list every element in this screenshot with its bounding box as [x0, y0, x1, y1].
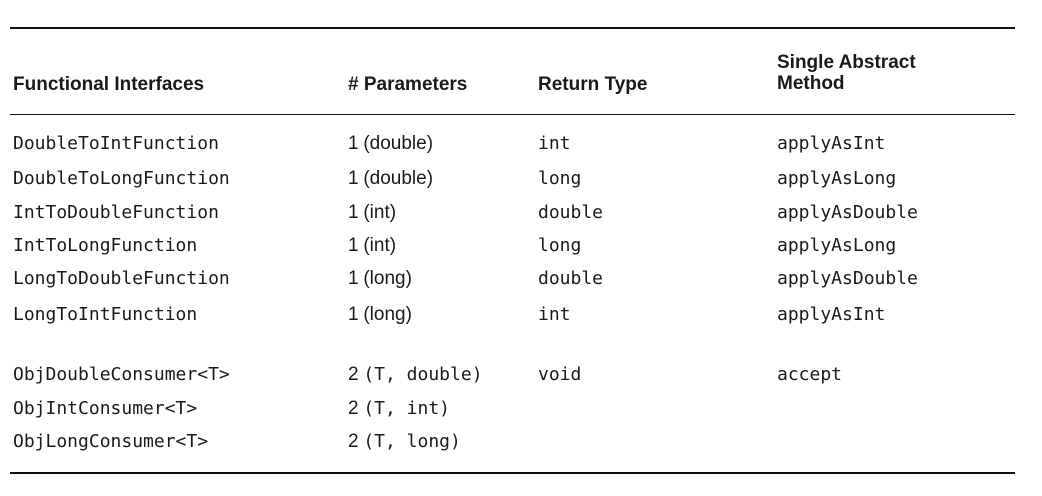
parameter-count: 1 — [348, 235, 359, 256]
return-type: long — [538, 235, 582, 256]
header-functional-interfaces: Functional Interfaces — [13, 74, 205, 95]
parameter-types: (T, long) — [363, 431, 461, 452]
abstract-method: applyAsLong — [777, 235, 897, 256]
parameter-types: (long) — [363, 304, 412, 325]
parameters-cell: 2 (T, int) — [348, 395, 450, 423]
interface-name: LongToIntFunction — [13, 304, 198, 325]
header-single-abstract-method: Single Abstract Method — [777, 52, 916, 94]
abstract-method: applyAsLong — [777, 168, 897, 189]
return-type: long — [538, 168, 582, 189]
parameter-types: (long) — [363, 268, 412, 289]
parameter-types: (int) — [363, 235, 397, 256]
interface-name: ObjLongConsumer<T> — [13, 431, 209, 452]
parameter-count: 1 — [348, 268, 359, 289]
interface-name: DoubleToIntFunction — [13, 133, 219, 154]
parameters-cell: 2 (T, double) — [348, 361, 483, 389]
table-row: LongToDoubleFunction 1 (long) double app… — [0, 265, 1042, 293]
table-top-rule — [10, 27, 1015, 29]
abstract-method: applyAsInt — [777, 133, 886, 154]
header-return-type: Return Type — [538, 74, 648, 95]
abstract-method: applyAsDouble — [777, 202, 918, 223]
parameter-types: (int) — [363, 202, 397, 223]
interface-name: LongToDoubleFunction — [13, 268, 230, 289]
parameter-types: (T, int) — [363, 398, 451, 419]
parameter-types: (double) — [363, 168, 434, 189]
parameters-cell: 1 (long) — [348, 301, 412, 329]
table-header-rule — [10, 114, 1015, 115]
return-type: int — [538, 133, 571, 154]
table-row: ObjIntConsumer<T> 2 (T, int) — [0, 395, 1042, 423]
parameter-count: 1 — [348, 133, 359, 154]
parameters-cell: 1 (double) — [348, 165, 433, 193]
table-row: IntToLongFunction 1 (int) long applyAsLo… — [0, 232, 1042, 260]
table-bottom-rule — [10, 472, 1015, 474]
parameter-count: 1 — [348, 168, 359, 189]
parameters-cell: 1 (int) — [348, 199, 396, 227]
abstract-method: applyAsDouble — [777, 268, 918, 289]
interface-name: ObjIntConsumer<T> — [13, 398, 198, 419]
parameter-count: 2 — [348, 431, 359, 452]
parameters-cell: 1 (int) — [348, 232, 396, 260]
parameters-cell: 1 (double) — [348, 130, 433, 158]
table-row: ObjLongConsumer<T> 2 (T, long) — [0, 428, 1042, 456]
parameter-types: (double) — [363, 133, 434, 154]
parameter-count: 1 — [348, 202, 359, 223]
return-type: void — [538, 364, 582, 385]
parameters-cell: 1 (long) — [348, 265, 412, 293]
abstract-method: accept — [777, 364, 843, 385]
return-type: double — [538, 202, 604, 223]
parameter-count: 2 — [348, 364, 359, 385]
interface-name: DoubleToLongFunction — [13, 168, 230, 189]
interface-name: IntToLongFunction — [13, 235, 198, 256]
parameters-cell: 2 (T, long) — [348, 428, 461, 456]
table-row: DoubleToIntFunction 1 (double) int apply… — [0, 130, 1042, 158]
header-parameters: # Parameters — [348, 74, 468, 95]
interface-name: ObjDoubleConsumer<T> — [13, 364, 230, 385]
return-type: int — [538, 304, 571, 325]
parameter-types: (T, double) — [363, 364, 483, 385]
table-row: IntToDoubleFunction 1 (int) double apply… — [0, 199, 1042, 227]
interface-name: IntToDoubleFunction — [13, 202, 219, 223]
abstract-method: applyAsInt — [777, 304, 886, 325]
table-row: DoubleToLongFunction 1 (double) long app… — [0, 165, 1042, 193]
return-type: double — [538, 268, 604, 289]
table-row: ObjDoubleConsumer<T> 2 (T, double) void … — [0, 361, 1042, 389]
table-row: LongToIntFunction 1 (long) int applyAsIn… — [0, 301, 1042, 329]
parameter-count: 2 — [348, 398, 359, 419]
parameter-count: 1 — [348, 304, 359, 325]
